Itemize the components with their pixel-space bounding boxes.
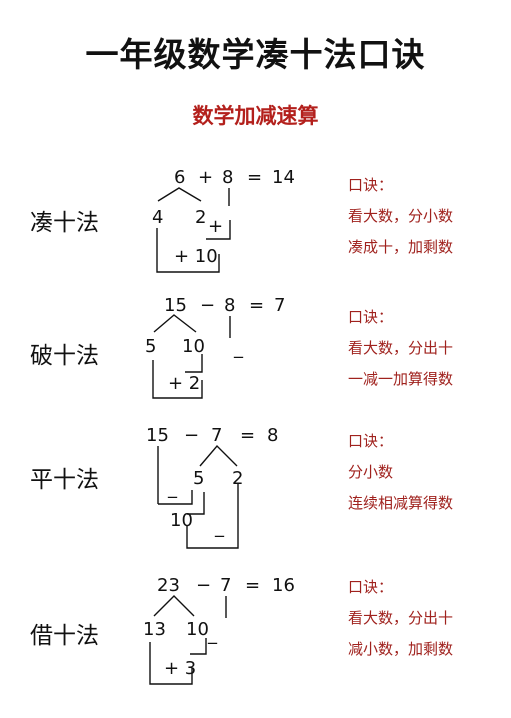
split-left: 5 (145, 336, 156, 357)
method-name-2: 破十法 (30, 343, 99, 369)
rule-line: 看大数，分出十 (348, 609, 454, 627)
equation-op: − (184, 425, 199, 446)
equation-eq: = (247, 167, 262, 188)
method-name-1: 凑十法 (30, 210, 99, 236)
mark-2: 10 (170, 510, 193, 531)
mark-1: _ (233, 338, 244, 359)
diagram-2: 15 − 8 = 7 5 10 _ + 2 (145, 295, 285, 399)
equation-a: 23 (157, 575, 180, 596)
rule-line: 一减一加算得数 (348, 370, 454, 388)
mark-2: + 3 (164, 658, 196, 679)
rule-line: 口诀： (348, 432, 394, 450)
equation-eq: = (249, 295, 264, 316)
rule-line: 口诀： (348, 176, 394, 194)
equation-a: 6 (174, 167, 185, 188)
rule-line: 分小数 (348, 463, 394, 481)
rule-line: 口诀： (348, 578, 394, 596)
mark-1: _ (167, 478, 178, 499)
equation-eq: = (240, 425, 255, 446)
split-right: 2 (232, 468, 243, 489)
split-left: 4 (152, 207, 163, 228)
equation-op: + (198, 167, 213, 188)
rule-4: 口诀： 看大数，分出十 减小数，加剩数 (348, 572, 453, 665)
method-name-3: 平十法 (30, 467, 99, 493)
diagram-1: 6 + 8 = 14 4 2 + + 10 (152, 167, 295, 273)
mark-2: + 10 (174, 246, 218, 267)
diagram-4: 23 − 7 = 16 13 10 _ + 3 (143, 575, 295, 685)
equation-b: 7 (211, 425, 222, 446)
mark-1: + (208, 216, 223, 237)
rule-1: 口诀： 看大数，分小数 凑成十，加剩数 (348, 170, 453, 263)
mark-3: _ (214, 517, 225, 538)
equation-op: − (196, 575, 211, 596)
page-title: 一年级数学凑十法口诀 (85, 35, 426, 74)
mark-2: + 2 (168, 373, 200, 394)
rule-2: 口诀： 看大数，分出十 一减一加算得数 (348, 302, 453, 395)
page-subtitle: 数学加减速算 (192, 104, 319, 128)
equation-result: 8 (267, 425, 278, 446)
rule-line: 口诀： (348, 308, 394, 326)
equation-b: 7 (220, 575, 231, 596)
split-right: 10 (182, 336, 205, 357)
equation-op: − (200, 295, 215, 316)
rule-line: 凑成十，加剩数 (348, 238, 454, 256)
split-left: 13 (143, 619, 166, 640)
equation-result: 14 (272, 167, 295, 188)
equation-result: 16 (272, 575, 295, 596)
equation-b: 8 (224, 295, 235, 316)
equation-eq: = (245, 575, 260, 596)
split-right: 10 (186, 619, 209, 640)
equation-a: 15 (164, 295, 187, 316)
split-left: 5 (193, 468, 204, 489)
diagram-3: 15 − 7 = 8 _ 5 2 10 _ (146, 425, 278, 549)
rule-line: 连续相减算得数 (348, 494, 454, 512)
rule-3: 口诀： 分小数 连续相减算得数 (348, 426, 453, 519)
rule-line: 看大数，分出十 (348, 339, 454, 357)
equation-result: 7 (274, 295, 285, 316)
equation-a: 15 (146, 425, 169, 446)
mark-1: _ (207, 624, 218, 645)
method-name-4: 借十法 (30, 623, 99, 649)
equation-b: 8 (222, 167, 233, 188)
rule-line: 减小数，加剩数 (348, 640, 454, 658)
rule-line: 看大数，分小数 (348, 207, 454, 225)
split-right: 2 (195, 207, 206, 228)
